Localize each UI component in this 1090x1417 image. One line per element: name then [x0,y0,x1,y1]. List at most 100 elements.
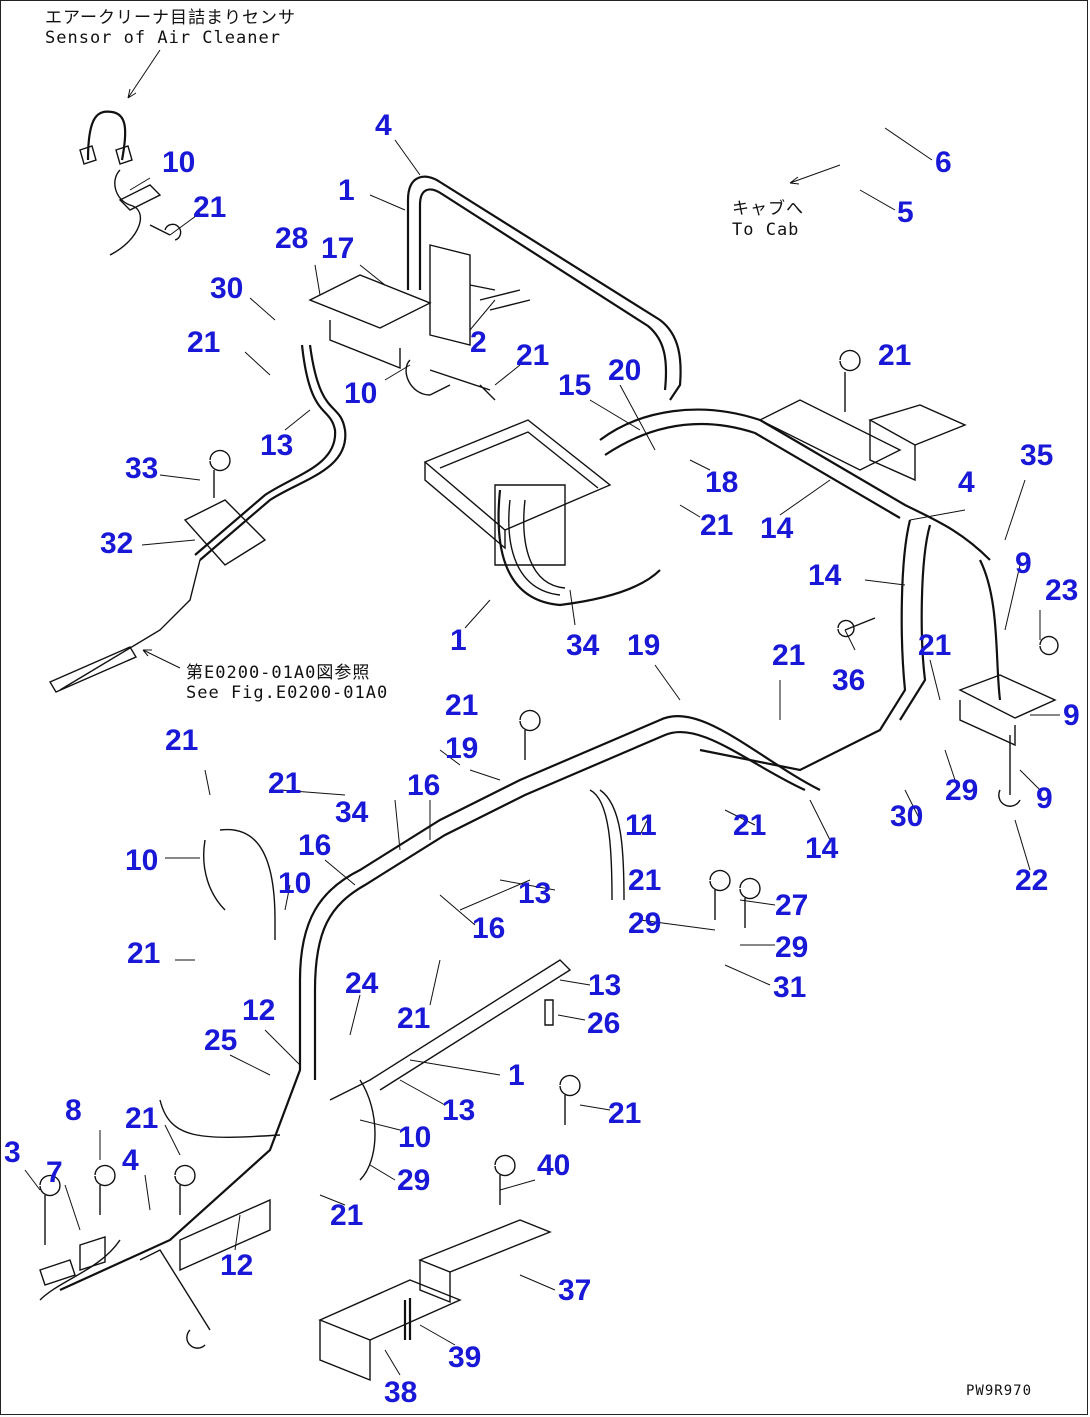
callout-21: 21 [445,689,478,722]
caption-leaders [127,49,841,669]
caption-sensor-jp: エアークリーナ目詰まりセンサ [45,8,296,28]
callout-4: 4 [958,466,975,499]
callout-39: 39 [448,1341,481,1374]
callout-5: 5 [897,196,914,229]
callout-numbers: 4 1 10 21 6 5 28 17 30 21 2 21 10 13 15 … [4,109,1080,1409]
callout-1: 1 [508,1059,525,1092]
callout-12: 12 [242,994,275,1027]
callout-13: 13 [260,429,293,462]
callout-10: 10 [344,377,377,410]
callout-17: 17 [321,232,354,265]
callout-21: 21 [918,629,951,662]
callout-21: 21 [608,1097,641,1130]
callout-1: 1 [338,174,355,207]
callout-19: 19 [445,732,478,765]
callout-21: 21 [330,1199,363,1232]
callout-16: 16 [472,912,505,945]
callout-21: 21 [165,724,198,757]
callout-21: 21 [397,1002,430,1035]
callout-16: 16 [407,769,440,802]
callout-25: 25 [204,1024,237,1057]
callout-29: 29 [628,907,661,940]
callout-10: 10 [398,1121,431,1154]
bottom-brackets [318,1219,552,1382]
caption-sensor-en: Sensor of Air Cleaner [45,28,281,48]
sensor-harness [79,110,182,256]
callout-14: 14 [808,559,842,592]
callout-19: 19 [627,629,660,662]
callout-21: 21 [193,191,226,224]
callout-29: 29 [775,931,808,964]
caption-fig-jp: 第E0200-01A0図参照 [186,663,371,683]
callout-7: 7 [46,1156,63,1189]
callout-9: 9 [1036,782,1053,815]
callout-40: 40 [537,1149,570,1182]
callout-8: 8 [65,1094,82,1127]
callout-leaders [24,127,1060,1376]
callout-30: 30 [210,272,243,305]
caption-cab-jp: キャブへ [732,199,804,219]
callout-11: 11 [625,809,657,842]
callout-29: 29 [397,1164,430,1197]
callout-16: 16 [298,829,331,862]
cable-13-left [48,344,347,693]
callout-12: 12 [220,1249,253,1282]
control-panel [423,419,661,607]
callout-4: 4 [122,1144,139,1177]
callout-28: 28 [275,222,308,255]
callout-26: 26 [587,1007,620,1040]
callout-27: 27 [775,889,808,922]
callout-3: 3 [4,1136,21,1169]
callout-21: 21 [772,639,805,672]
callout-21: 21 [516,339,549,372]
callout-20: 20 [608,354,641,387]
callout-21: 21 [733,809,766,842]
callout-31: 31 [773,971,806,1004]
bolt-icons [39,349,1059,1245]
callout-21: 21 [187,326,220,359]
callout-38: 38 [384,1376,417,1409]
callout-21: 21 [268,767,301,800]
drawing-code: PW9R970 [966,1383,1033,1399]
main-harness-upper [308,175,682,401]
callout-33: 33 [125,452,158,485]
callout-21: 21 [700,509,733,542]
callout-2: 2 [470,326,487,359]
callout-34: 34 [566,629,600,662]
caption-cab-en: To Cab [732,220,800,240]
caption-fig-en: See Fig.E0200-01A0 [186,683,389,703]
callout-21: 21 [127,937,160,970]
callout-15: 15 [558,369,591,402]
callout-14: 14 [760,512,794,545]
callout-9: 9 [1015,547,1032,580]
callout-18: 18 [705,466,738,499]
callout-34: 34 [335,796,369,829]
lower-harness [39,714,821,1349]
callout-4: 4 [375,109,392,142]
callout-36: 36 [832,664,865,697]
callout-10: 10 [125,844,158,877]
callout-13: 13 [588,969,621,1002]
callout-10: 10 [278,867,311,900]
callout-23: 23 [1045,574,1078,607]
callout-6: 6 [935,146,952,179]
callout-29: 29 [945,774,978,807]
callout-30: 30 [890,800,923,833]
callout-13: 13 [518,877,551,910]
right-harness [599,399,1057,807]
callout-35: 35 [1020,439,1053,472]
callout-32: 32 [100,527,133,560]
callout-14: 14 [805,832,839,865]
callout-1: 1 [450,624,467,657]
callout-21: 21 [628,864,661,897]
callout-37: 37 [558,1274,591,1307]
callout-10: 10 [162,146,195,179]
callout-24: 24 [345,967,379,1000]
callout-22: 22 [1015,864,1048,897]
callout-13: 13 [442,1094,475,1127]
callout-9: 9 [1063,699,1080,732]
callout-21: 21 [125,1102,158,1135]
callout-21: 21 [878,339,911,372]
